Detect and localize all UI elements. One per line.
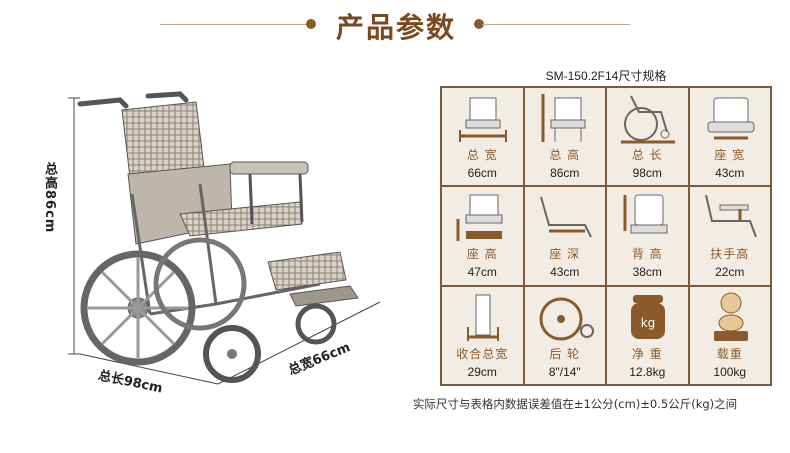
spec-cell-total-height: 总 高 86cm <box>524 88 605 186</box>
spec-label: 背 高 <box>631 247 663 262</box>
spec-cell-seat-height: 座 高 47cm <box>442 187 523 285</box>
spec-title: SM-150.2F14尺寸规格 <box>545 69 667 83</box>
section-header: 产品参数 <box>0 0 790 52</box>
spec-cell-total-width: 总 宽 66cm <box>442 88 523 186</box>
wheelchair-illustration: 总高86cm 总长98cm 总宽66cm <box>40 84 400 404</box>
spec-label: 后 轮 <box>549 346 581 361</box>
spec-label: 座 高 <box>466 247 498 262</box>
spec-value: 12.8kg <box>629 364 666 379</box>
spec-value: 100kg <box>713 364 747 379</box>
total-height-label: 总高86cm <box>42 162 57 234</box>
spec-cell-rear-wheel: 后 轮 8"/14" <box>524 286 605 384</box>
section-title: 产品参数 <box>335 11 456 44</box>
spec-value: 43cm <box>715 166 745 180</box>
armrest-icon <box>704 195 757 238</box>
spec-value: 22cm <box>715 265 745 280</box>
spec-value: 66cm <box>467 166 497 180</box>
spec-value: 47cm <box>467 265 497 280</box>
spec-label: 收合总宽 <box>456 346 509 361</box>
person-load-icon <box>713 292 748 341</box>
tolerance-footnote: 实际尺寸与表格内数据误差值在±1公分(cm)±0.5公斤(kg)之间 <box>412 397 738 411</box>
spec-cell-back-height: 背 高 38cm <box>607 187 688 285</box>
spec-label: 座 深 <box>549 247 581 262</box>
wheelchair-side-icon <box>621 95 675 144</box>
spec-value: 43cm <box>550 265 580 280</box>
spec-cell-total-length: 总 长 98cm <box>607 88 688 186</box>
spec-label: 净 重 <box>631 346 663 361</box>
folded-width-icon <box>467 294 499 341</box>
seat-front-icon <box>707 97 754 140</box>
header-dot-right <box>474 19 484 29</box>
spec-label: 座 宽 <box>714 148 746 162</box>
spec-value: 29cm <box>467 364 497 379</box>
spec-grid: 总 宽 66cm 总 高 86cm 总 长 98cm 座 宽 43cm <box>440 86 772 386</box>
spec-label: 载重 <box>716 346 743 361</box>
header-dot-left <box>306 19 316 29</box>
wheel-icon <box>539 297 594 341</box>
spec-cell-seat-depth: 座 深 43cm <box>524 187 605 285</box>
spec-label: 总 宽 <box>466 148 498 162</box>
spec-cell-load-capacity: 载重 100kg <box>689 286 770 384</box>
spec-cell-armrest-height: 扶手高 22cm <box>689 187 770 285</box>
spec-cell-net-weight: kg 净 重 12.8kg <box>607 286 688 384</box>
weight-jar-icon: kg <box>631 294 665 339</box>
spec-cell-folded-width: 收合总宽 29cm <box>442 286 523 384</box>
spec-label: 总 长 <box>631 148 663 162</box>
spec-value: 8"/14" <box>548 364 581 379</box>
seat-depth-icon <box>539 197 592 238</box>
spec-value: 38cm <box>632 265 662 280</box>
wheelchair-front-icon <box>459 97 507 142</box>
header-line-left <box>160 24 308 25</box>
spec-value: 86cm <box>550 166 580 180</box>
spec-label: 扶手高 <box>710 247 750 262</box>
wheelchair-drawing <box>68 91 381 385</box>
spec-label: 总 高 <box>549 148 581 162</box>
header-line-right <box>482 24 630 25</box>
backrest-icon <box>623 194 668 234</box>
svg-text:kg: kg <box>641 316 656 330</box>
spec-value: 98cm <box>632 166 662 180</box>
seat-height-icon <box>456 194 503 242</box>
wheelchair-front-icon <box>541 94 585 142</box>
spec-cell-seat-width: 座 宽 43cm <box>689 88 770 186</box>
